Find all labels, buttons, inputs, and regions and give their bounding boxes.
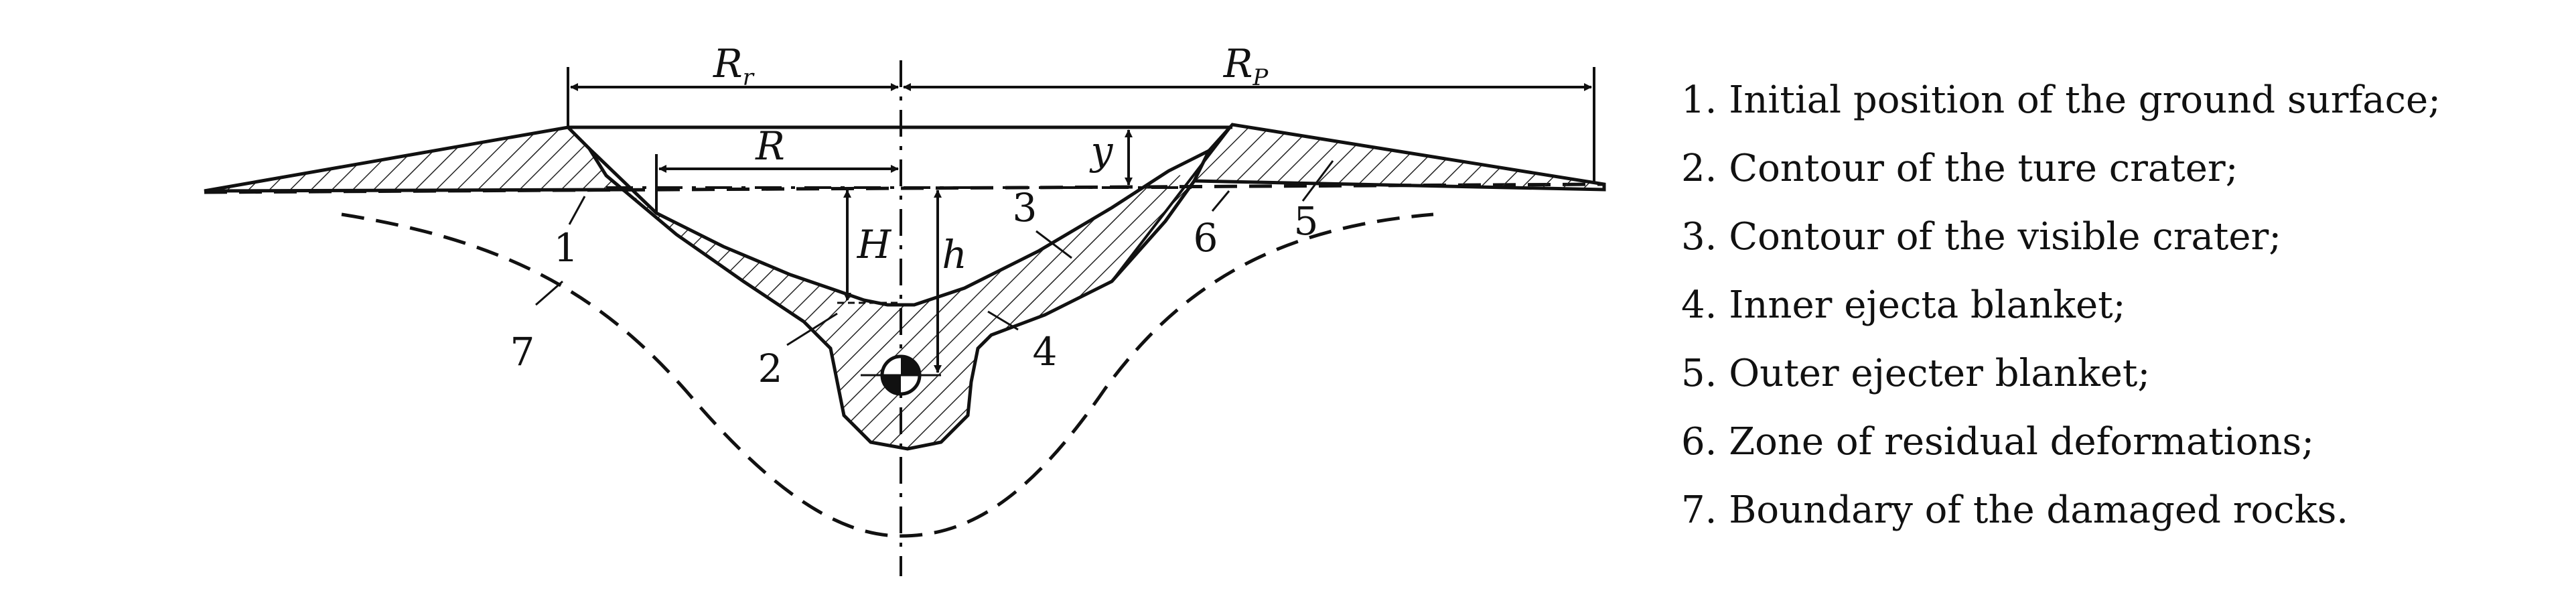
legend-item: 4. Inner ejecta blanket;: [1681, 283, 2126, 327]
legend-item: 1. Initial position of the ground surfac…: [1681, 78, 2441, 122]
callout-4: 4: [1033, 329, 1058, 375]
label-r: R: [755, 123, 785, 169]
legend: 1. Initial position of the ground surfac…: [1681, 78, 2441, 532]
legend-item: 7. Boundary of the damaged rocks.: [1681, 488, 2348, 532]
legend-item: 2. Contour of the ture crater;: [1681, 147, 2238, 190]
legend-item: 3. Contour of the visible crater;: [1681, 215, 2281, 259]
visible-crater-contour: [588, 147, 1210, 307]
callout-2: 2: [758, 346, 783, 391]
label-rr: Rr: [713, 41, 755, 91]
label-big-h: H: [857, 222, 892, 267]
right-slope-line: [1111, 123, 1234, 283]
label-small-h: h: [942, 232, 967, 277]
true-crater-contour: [605, 174, 1196, 451]
legend-item: 6. Zone of residual deformations;: [1681, 420, 2314, 464]
callout-7: 7: [510, 329, 535, 375]
callout-6: 6: [1194, 215, 1218, 261]
label-y: y: [1089, 128, 1114, 174]
callout-1: 1: [554, 225, 579, 271]
damaged-rock-boundary: [341, 212, 1434, 538]
callout-5: 5: [1294, 198, 1319, 244]
callout-3: 3: [1013, 185, 1037, 230]
legend-item: 5. Outer ejecter blanket;: [1681, 352, 2150, 395]
label-rp: RP: [1223, 41, 1269, 91]
left-ejecta-blanket: [204, 125, 628, 193]
right-ejecta-blanket: [1192, 123, 1606, 192]
